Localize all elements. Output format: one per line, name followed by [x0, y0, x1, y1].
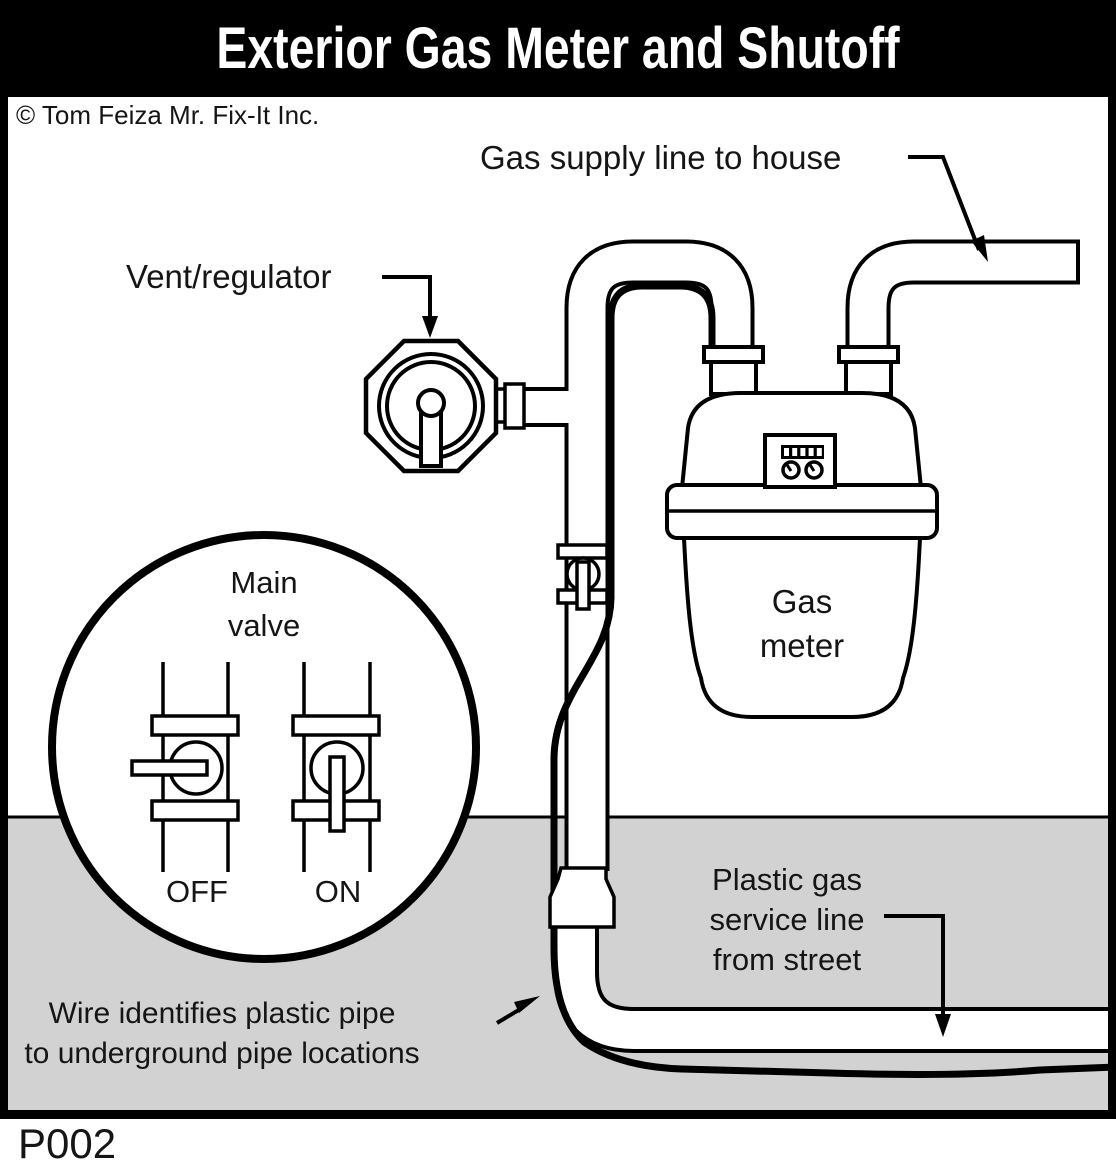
gas-meter — [665, 345, 939, 719]
copyright-note: © Tom Feiza Mr. Fix-It Inc. — [16, 100, 320, 130]
page-frame — [0, 0, 1116, 1119]
main-shutoff-valve — [556, 543, 609, 611]
leader-arrows — [382, 155, 988, 1037]
page-title: Exterior Gas Meter and Shutoff — [216, 16, 900, 81]
valve-off-diagram — [130, 662, 240, 872]
pipe-coupling — [548, 866, 616, 929]
vent-regulator-label: Vent/regulator — [126, 258, 332, 295]
title-bar: Exterior Gas Meter and Shutoff — [0, 0, 1116, 97]
gas-supply-arrow — [908, 155, 988, 262]
meter-dial-panel — [763, 433, 837, 489]
gas-supply-label: Gas supply line to house — [480, 139, 842, 176]
riser-pipe — [564, 239, 755, 873]
plastic-service-pipe — [553, 878, 1116, 1053]
tracer-wire — [550, 282, 1116, 1078]
supply-pipe-to-house — [845, 239, 1080, 356]
vent-regulator — [363, 338, 576, 474]
main-valve-label: Main valve — [227, 565, 301, 643]
wire-note-label: Wire identifies plastic pipe to undergro… — [24, 997, 420, 1070]
diagram-code: P002 — [18, 1120, 117, 1167]
valve-off-label: OFF — [166, 874, 228, 909]
wire-note-arrow — [495, 996, 540, 1025]
service-line-arrow — [884, 914, 951, 1037]
gas-meter-label: Gas meter — [759, 583, 845, 664]
main-valve-inset — [48, 531, 480, 963]
valve-on-diagram — [291, 662, 381, 872]
service-line-label: Plastic gas service line from street — [709, 862, 865, 977]
vent-regulator-arrow — [382, 275, 438, 338]
valve-on-label: ON — [314, 874, 362, 909]
